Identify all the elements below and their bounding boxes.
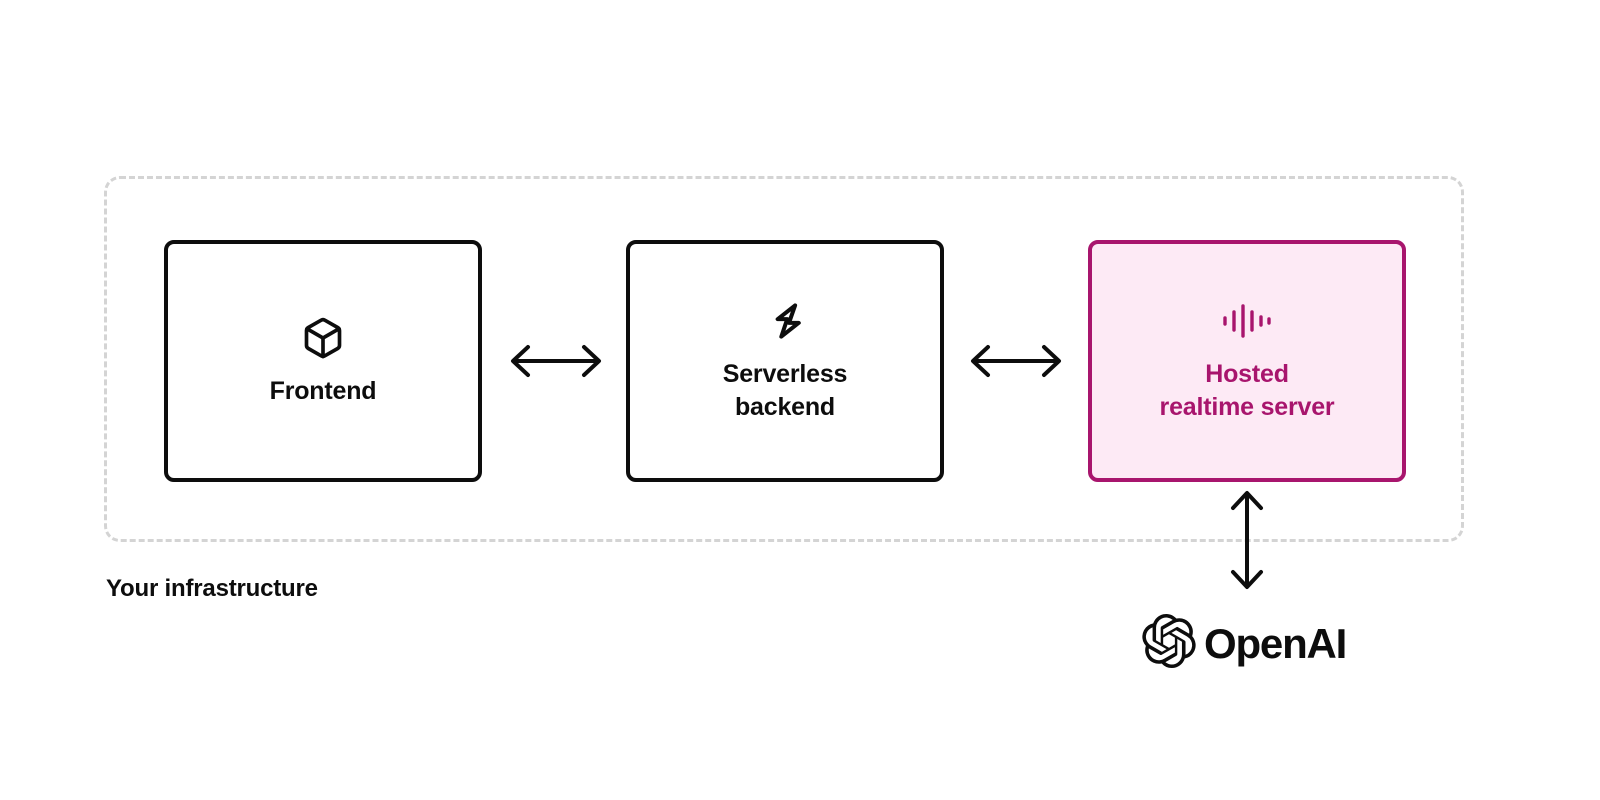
node-frontend[interactable]: Frontend: [164, 240, 482, 482]
openai-logo: OpenAI: [1142, 614, 1347, 673]
infrastructure-boundary: [104, 176, 1464, 542]
node-serverless-backend-label: Serverless backend: [723, 358, 848, 424]
node-hosted-realtime-server-label: Hosted realtime server: [1160, 358, 1335, 424]
node-frontend-label: Frontend: [269, 376, 377, 405]
node-serverless-backend[interactable]: Serverless backend: [626, 240, 944, 482]
node-hosted-label-line2: realtime server: [1159, 393, 1335, 421]
arrow-hosted-openai: [1224, 488, 1270, 592]
node-serverless-backend-label-line2: backend: [734, 393, 835, 421]
arrow-frontend-backend: [508, 338, 604, 384]
infrastructure-label: Your infrastructure: [106, 575, 318, 602]
openai-wordmark: OpenAI: [1204, 619, 1347, 667]
arrow-backend-hosted: [968, 338, 1064, 384]
node-hosted-label-line1: Hosted: [1205, 360, 1289, 388]
cube-icon: [301, 315, 345, 361]
node-hosted-realtime-server[interactable]: Hosted realtime server: [1088, 240, 1406, 482]
lightning-bolt-icon: [763, 298, 807, 344]
audio-waveform-icon: [1220, 298, 1274, 344]
node-serverless-backend-label-line1: Serverless: [722, 360, 848, 388]
openai-logo-icon: [1142, 614, 1196, 673]
